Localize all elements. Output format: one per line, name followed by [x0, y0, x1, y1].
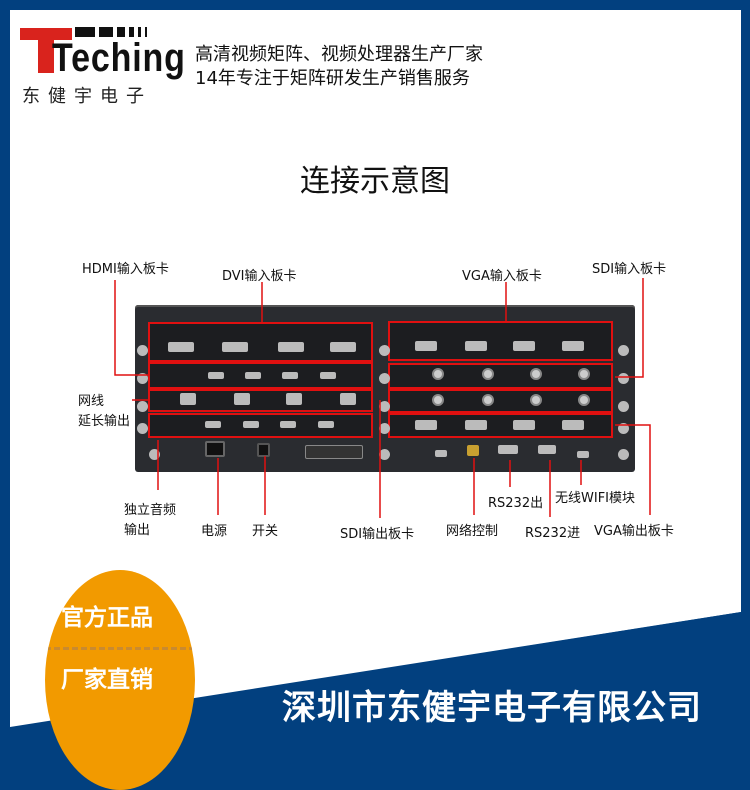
dvi-input-card	[148, 322, 373, 362]
label-dvi-input: DVI输入板卡	[222, 269, 297, 284]
hdmi-audio-output-card	[148, 413, 373, 438]
page-title: 连接示意图	[300, 164, 450, 199]
lan-port[interactable]	[467, 445, 479, 456]
label-audio-1: 独立音频	[124, 503, 177, 518]
vga-output-card	[388, 413, 613, 438]
label-rs232-out: RS232出	[488, 496, 544, 511]
company-name: 深圳市东健宇电子有限公司	[282, 688, 702, 728]
utp-output-card	[148, 389, 373, 412]
slogan-2: 14年专注于矩阵研发生产销售服务	[195, 68, 470, 89]
power-socket	[205, 441, 225, 457]
logo-cn: 东健宇电子	[22, 86, 152, 107]
sdi-output-card	[388, 389, 613, 413]
label-lan: 网络控制	[446, 524, 499, 539]
matrix-device	[135, 305, 635, 472]
leader-lines	[114, 278, 651, 518]
label-wifi: 无线WIFI模块	[555, 491, 635, 506]
vga-input-card	[388, 321, 613, 361]
hdmi-input-card	[148, 362, 373, 389]
label-sdi-input: SDI输入板卡	[592, 262, 667, 277]
slogan-1: 高清视频矩阵、视频处理器生产厂家	[195, 44, 483, 65]
rs232-port[interactable]	[538, 445, 556, 454]
label-switch: 开关	[252, 524, 279, 539]
quality-badge: 官方正品 厂家直销	[45, 570, 195, 790]
logo-bars	[75, 27, 147, 37]
badge-factory-direct: 厂家直销	[61, 667, 153, 693]
label-rs232-in: RS232进	[525, 526, 581, 541]
wifi-module[interactable]	[577, 451, 589, 458]
label-vga-output: VGA输出板卡	[594, 524, 674, 539]
sdi-input-card	[388, 363, 613, 389]
label-power: 电源	[201, 524, 228, 539]
label-vga-input: VGA输入板卡	[462, 269, 542, 284]
power-switch[interactable]	[257, 443, 270, 457]
caution-label	[305, 445, 363, 459]
logo-mark	[20, 28, 72, 73]
usb-port[interactable]	[435, 450, 447, 457]
badge-official: 官方正品	[61, 605, 153, 631]
footer-band	[10, 612, 741, 740]
logo-wordmark: Teching	[52, 36, 186, 80]
label-sdi-output: SDI输出板卡	[340, 527, 415, 542]
label-hdmi-input: HDMI输入板卡	[82, 262, 169, 277]
label-utp-2: 延长输出	[78, 414, 131, 429]
rs232-loop-port[interactable]	[498, 445, 518, 454]
label-audio-2: 输出	[124, 523, 151, 538]
label-utp-1: 网线	[78, 394, 105, 409]
